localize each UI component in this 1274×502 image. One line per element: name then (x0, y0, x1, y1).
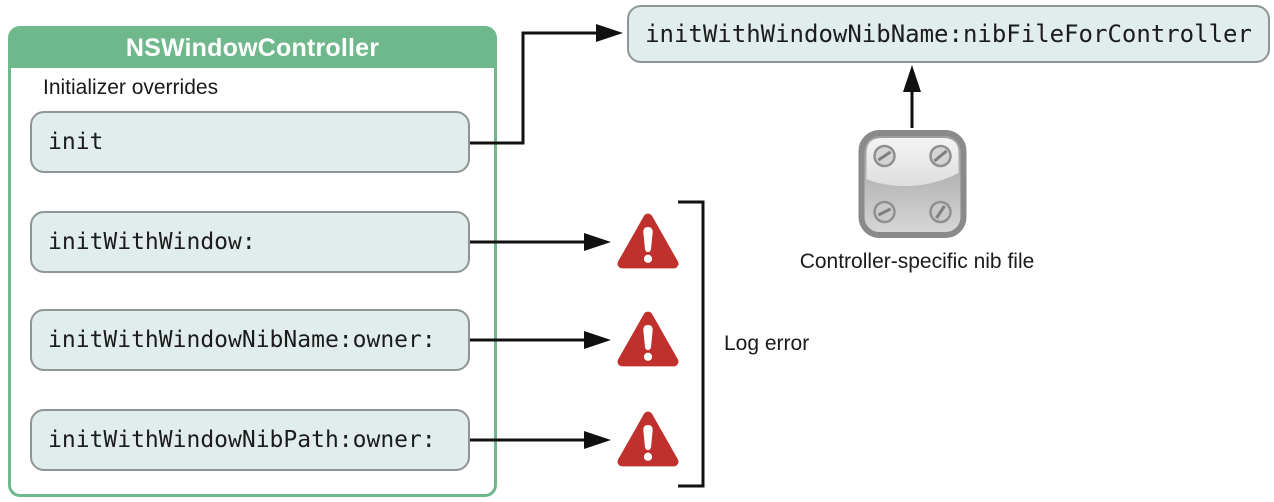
warning-icon (617, 213, 679, 269)
nswindowcontroller-box: NSWindowController Initializer overrides… (8, 26, 497, 497)
warning-icon (617, 311, 679, 367)
initializer-overrides-label: Initializer overrides (43, 76, 219, 99)
log-error-bracket (678, 200, 705, 488)
method-box-init: init (30, 111, 470, 173)
method-label-init: init (48, 129, 104, 155)
screw-bottom-left (873, 200, 896, 224)
screw-top-right (929, 144, 952, 168)
method-label-initwithwindownibname-owner: initWithWindowNibName:owner: (48, 327, 436, 353)
class-title: NSWindowController (125, 34, 380, 62)
screw-bottom-right (929, 200, 952, 224)
arrow-nibfile-to-designated (903, 65, 921, 128)
nswindowcontroller-header: NSWindowController (11, 29, 494, 68)
method-label-designated-initializer: initWithWindowNibName:nibFileForControll… (645, 20, 1252, 48)
method-box-initwithwindownibpath-owner: initWithWindowNibPath:owner: (30, 409, 470, 471)
nib-file-icon (858, 130, 967, 238)
screw-top-left (873, 144, 896, 168)
method-label-initwithwindow: initWithWindow: (48, 229, 256, 255)
log-error-label: Log error (724, 332, 810, 355)
method-box-initwithwindow: initWithWindow: (30, 211, 470, 273)
method-box-initwithwindownibname-owner: initWithWindowNibName:owner: (30, 309, 470, 371)
warning-icon (617, 411, 679, 467)
method-label-initwithwindownibpath-owner: initWithWindowNibPath:owner: (48, 427, 436, 453)
method-box-designated-initializer: initWithWindowNibName:nibFileForControll… (627, 5, 1270, 63)
nib-file-label: Controller-specific nib file (799, 250, 1035, 273)
